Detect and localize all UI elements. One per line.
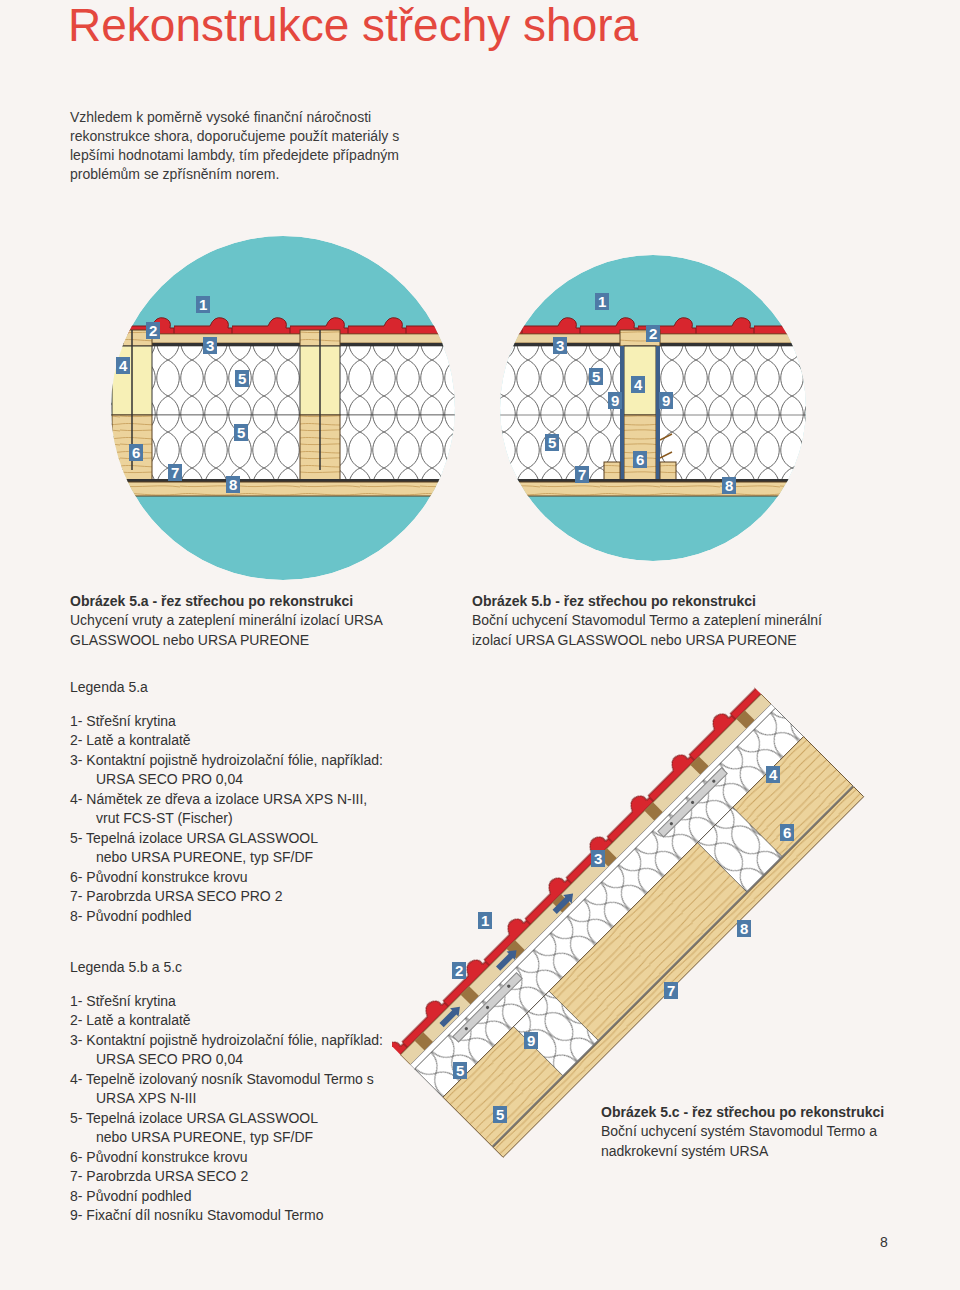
section-b — [490, 255, 820, 561]
callout-number: 3 — [553, 337, 567, 354]
rafter — [443, 737, 853, 1147]
callout-number: 1 — [196, 296, 210, 313]
stavomodul-plate — [712, 779, 717, 784]
stavomodul-plate — [506, 984, 511, 989]
callout-number: 7 — [575, 466, 589, 483]
legend-item: 2- Latě a kontralatě — [70, 731, 400, 751]
callout-number: 2 — [646, 325, 660, 342]
stavomodul-beam — [604, 330, 676, 480]
figure-caption: Boční uchycení Stavomodul Termo a zatepl… — [472, 611, 842, 650]
stavomodul-plate — [464, 1026, 469, 1031]
figure-caption: Obrázek 5.c - řez střechou po rekonstruk… — [601, 1103, 884, 1122]
stavomodul-beam — [660, 452, 672, 458]
stavomodul-beam — [604, 462, 620, 480]
stavomodul-plate — [669, 821, 674, 826]
legend-item: 7- Parobrzda URSA SECO 2 — [70, 1167, 400, 1187]
legend-item: 4- Tepelně izolovaný nosník Stavomodul T… — [70, 1070, 376, 1109]
stavomodul-beam — [624, 346, 656, 415]
callout-number: 6 — [129, 444, 143, 461]
legend-item: 1- Střešní krytina — [70, 992, 400, 1012]
stavomodul-beam — [620, 346, 624, 480]
stavomodul-plate — [485, 1005, 490, 1010]
callout-number: 8 — [737, 920, 751, 937]
figure-caption: Obrázek 5.a - řez střechou po rekonstruk… — [70, 592, 353, 611]
rafter-post — [112, 330, 152, 481]
callout-number: 2 — [146, 322, 160, 339]
callout-number: 4 — [766, 766, 780, 783]
legend-item: 4- Námětek ze dřeva a izolace URSA XPS N… — [70, 790, 388, 829]
callout-number: 7 — [168, 464, 182, 481]
callout-number: 5 — [235, 370, 249, 387]
section-c — [385, 679, 864, 1158]
callout-number: 5 — [545, 434, 559, 451]
insulation — [100, 346, 480, 415]
callout-number: 5 — [453, 1062, 467, 1079]
callout-number: 5 — [493, 1106, 507, 1123]
figure-caption: Uchycení vruty a zateplení minerální izo… — [70, 611, 400, 650]
legend-item: 5- Tepelná izolace URSA GLASSWOOL nebo U… — [70, 1109, 340, 1148]
callout-number: 8 — [226, 476, 240, 493]
legend-item: 3- Kontaktní pojistně hydroizolační fóli… — [70, 1031, 400, 1070]
figure-caption: Boční uchycení systém Stavomodul Termo a… — [601, 1122, 891, 1161]
intro-text: Vzhledem k poměrně vysoké finanční nároč… — [70, 108, 415, 184]
callout-number: 3 — [591, 850, 605, 867]
legend-item: 3- Kontaktní pojistně hydroizolační fóli… — [70, 751, 400, 790]
vapour-barrier — [492, 786, 853, 1147]
callout-number: 3 — [203, 337, 217, 354]
figure-caption: Obrázek 5.b - řez střechou po rekonstruk… — [472, 592, 756, 611]
stavomodul-beam — [660, 462, 676, 480]
rafter-post — [319, 330, 321, 470]
callout-number: 6 — [633, 451, 647, 468]
section-a — [100, 236, 480, 580]
ceiling-board — [100, 482, 480, 496]
stavomodul-beam — [656, 346, 660, 480]
legend-item: 6- Původní konstrukce krovu — [70, 1148, 400, 1168]
callout-number: 9 — [608, 392, 622, 409]
page-title: Rekonstrukce střechy shora — [68, 0, 638, 52]
legend-item: 2- Latě a kontralatě — [70, 1011, 400, 1031]
legend-item: 8- Původní podhled — [70, 907, 400, 927]
legend-item: 7- Parobrzda URSA SECO PRO 2 — [70, 887, 400, 907]
callout-number: 7 — [664, 982, 678, 999]
callout-number: 1 — [478, 912, 492, 929]
stavomodul-beam — [660, 434, 672, 440]
legend-item: 6- Původní konstrukce krovu — [70, 868, 400, 888]
callout-number: 8 — [722, 477, 736, 494]
callout-number: 9 — [659, 392, 673, 409]
insulation — [490, 346, 820, 480]
legend-item: 8- Původní podhled — [70, 1187, 400, 1207]
callout-number: 6 — [780, 824, 794, 841]
legend-heading: Legenda 5.b a 5.c — [70, 958, 182, 978]
callout-number: 5 — [589, 368, 603, 385]
callout-number: 5 — [234, 424, 248, 441]
legend-item: 1- Střešní krytina — [70, 712, 400, 732]
insulation — [100, 415, 480, 481]
callout-number: 9 — [524, 1032, 538, 1049]
callout-number: 2 — [452, 962, 466, 979]
stavomodul-beam — [624, 415, 656, 480]
legend-item: 9- Fixační díl nosníku Stavomodul Termo — [70, 1206, 400, 1226]
legend-heading: Legenda 5.a — [70, 678, 148, 698]
callout-number: 4 — [116, 357, 130, 374]
section-c — [385, 679, 864, 1158]
ceiling-board — [490, 482, 820, 496]
stavomodul-plate — [690, 800, 695, 805]
ceiling-board — [493, 787, 864, 1158]
callout-number: 4 — [631, 376, 645, 393]
membrane — [100, 343, 480, 346]
legend-item: 5- Tepelná izolace URSA GLASSWOOL nebo U… — [70, 829, 340, 868]
page-number: 8 — [880, 1233, 888, 1253]
callout-number: 1 — [595, 293, 609, 310]
rafter-post — [300, 330, 340, 481]
